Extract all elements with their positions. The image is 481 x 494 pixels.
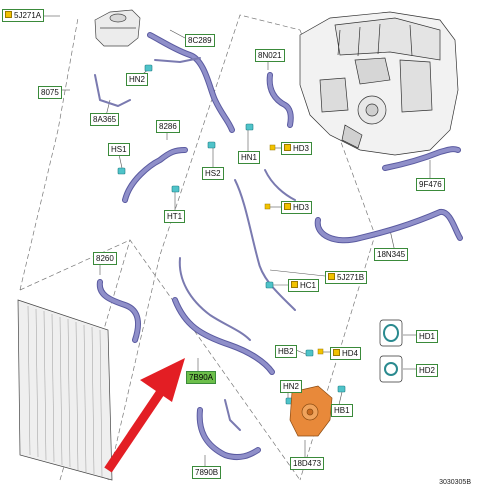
label-hn1: HN1: [238, 151, 261, 164]
hose-clamp-hd1: [379, 319, 403, 347]
radiator: [17, 299, 113, 481]
highlight-arrow: [104, 358, 185, 473]
label-hd4: HD4: [330, 347, 362, 360]
label-hb1: HB1: [331, 404, 353, 417]
label-hn2-top: HN2: [126, 73, 149, 86]
hose-clamp-hd2: [379, 355, 403, 383]
label-18n345: 18N345: [374, 248, 409, 261]
expansion-tank: [94, 9, 141, 47]
label-7b90a: 7B90A: [186, 371, 217, 384]
document-id: 3030305B: [439, 479, 471, 486]
coolant-hoses: [94, 32, 463, 461]
label-9f476: 9F476: [416, 178, 445, 191]
label-hd3-b: HD3: [281, 201, 313, 214]
label-5j271a: 5J271A: [2, 9, 45, 22]
label-8260: 8260: [93, 252, 117, 265]
label-hb2: HB2: [275, 345, 297, 358]
label-hd2: HD2: [416, 364, 439, 377]
label-7890b: 7890B: [192, 466, 222, 479]
water-pump: [289, 385, 333, 437]
label-5j271b: 5J271B: [325, 271, 368, 284]
label-hn2-bottom: HN2: [280, 380, 303, 393]
label-hs1: HS1: [108, 143, 130, 156]
label-18d473: 18D473: [290, 457, 325, 470]
label-8075: 8075: [38, 86, 62, 99]
label-hd1: HD1: [416, 330, 439, 343]
label-hs2: HS2: [202, 167, 224, 180]
label-8n021: 8N021: [255, 49, 285, 62]
label-8c289: 8C289: [185, 34, 215, 47]
label-8286: 8286: [156, 120, 180, 133]
label-ht1: HT1: [164, 210, 186, 223]
label-hd3-a: HD3: [281, 142, 313, 155]
engine-block: [299, 11, 459, 156]
label-hc1: HC1: [288, 279, 320, 292]
connector-markers: [264, 144, 324, 355]
label-8a365: 8A365: [90, 113, 120, 126]
